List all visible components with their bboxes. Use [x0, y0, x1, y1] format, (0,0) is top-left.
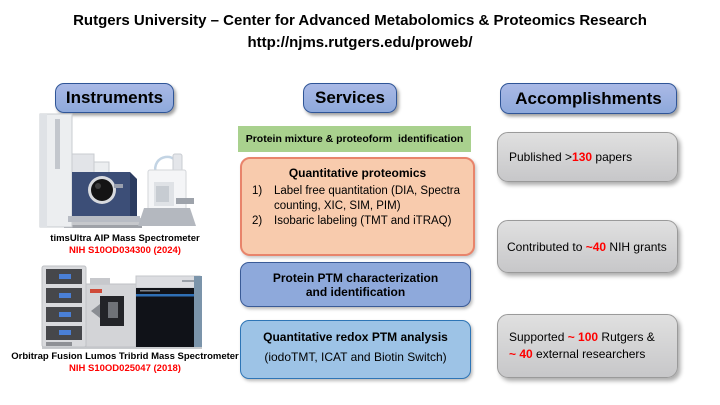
quantitative-proteomics-list: 1) Label free quantitation (DIA, Spectra… [242, 184, 473, 229]
services-header: Services [303, 83, 397, 113]
quantitative-proteomics-title: Quantitative proteomics [288, 166, 427, 180]
list-item: 2) Isobaric labeling (TMT and iTRAQ) [252, 214, 465, 229]
accomplishments-header: Accomplishments [500, 83, 677, 114]
instrument-name: Orbitrap Fusion Lumos Tribrid Mass Spect… [11, 351, 239, 362]
list-item: 1) Label free quantitation (DIA, Spectra… [252, 184, 465, 213]
list-item-number: 1) [252, 185, 263, 197]
timsultra-caption: timsUltra AIP Mass Spectrometer NIH S10O… [5, 233, 245, 257]
timsultra-mass-spectrometer-image [39, 113, 196, 228]
papers-count: 130 [572, 150, 593, 164]
list-item-number: 2) [252, 215, 263, 228]
instrument-grant: NIH S10OD025047 (2018) [69, 363, 181, 374]
accomplishment-researchers-box: Supported ~ 100 Rutgers &~ 40 external r… [497, 314, 678, 378]
instrument-grant: NIH S10OD034300 (2024) [69, 245, 181, 256]
external-researchers-count: ~ 40 [509, 347, 533, 361]
redox-ptm-subtitle: (iodoTMT, ICAT and Biotin Switch) [264, 350, 447, 364]
protein-ptm-box: Protein PTM characterization and identif… [240, 262, 471, 307]
instruments-header: Instruments [55, 83, 174, 113]
instrument-name: timsUltra AIP Mass Spectrometer [50, 233, 200, 244]
redox-ptm-title: Quantitative redox PTM analysis [263, 330, 448, 344]
list-item-text: Label free quantitation (DIA, Spectra co… [274, 185, 461, 212]
accomplishment-text: Supported ~ 100 Rutgers &~ 40 external r… [509, 329, 655, 361]
orbitrap-mass-spectrometer-image [41, 265, 202, 349]
site-url-link[interactable]: http://njms.rutgers.edu/proweb/ [247, 33, 473, 51]
page-title: Rutgers University – Center for Advanced… [73, 12, 647, 29]
slide-title-block: Rutgers University – Center for Advanced… [0, 10, 720, 54]
redox-ptm-box: Quantitative redox PTM analysis (iodoTMT… [240, 320, 471, 379]
accomplishment-papers-box: Published >130 papers [497, 132, 678, 182]
list-item-text: Isobaric labeling (TMT and iTRAQ) [274, 215, 452, 228]
accomplishment-grants-box: Contributed to ~40 NIH grants [497, 220, 678, 273]
quantitative-proteomics-box: Quantitative proteomics 1) Label free qu… [240, 157, 475, 256]
rutgers-researchers-count: ~ 100 [567, 329, 599, 344]
grants-count: ~40 [585, 239, 607, 254]
orbitrap-caption: Orbitrap Fusion Lumos Tribrid Mass Spect… [5, 351, 245, 375]
protein-mixture-identification-box: Protein mixture & proteoform identificat… [238, 126, 471, 152]
accomplishment-text: Contributed to ~40 NIH grants [507, 239, 667, 254]
accomplishment-text: Published >130 papers [509, 150, 633, 164]
